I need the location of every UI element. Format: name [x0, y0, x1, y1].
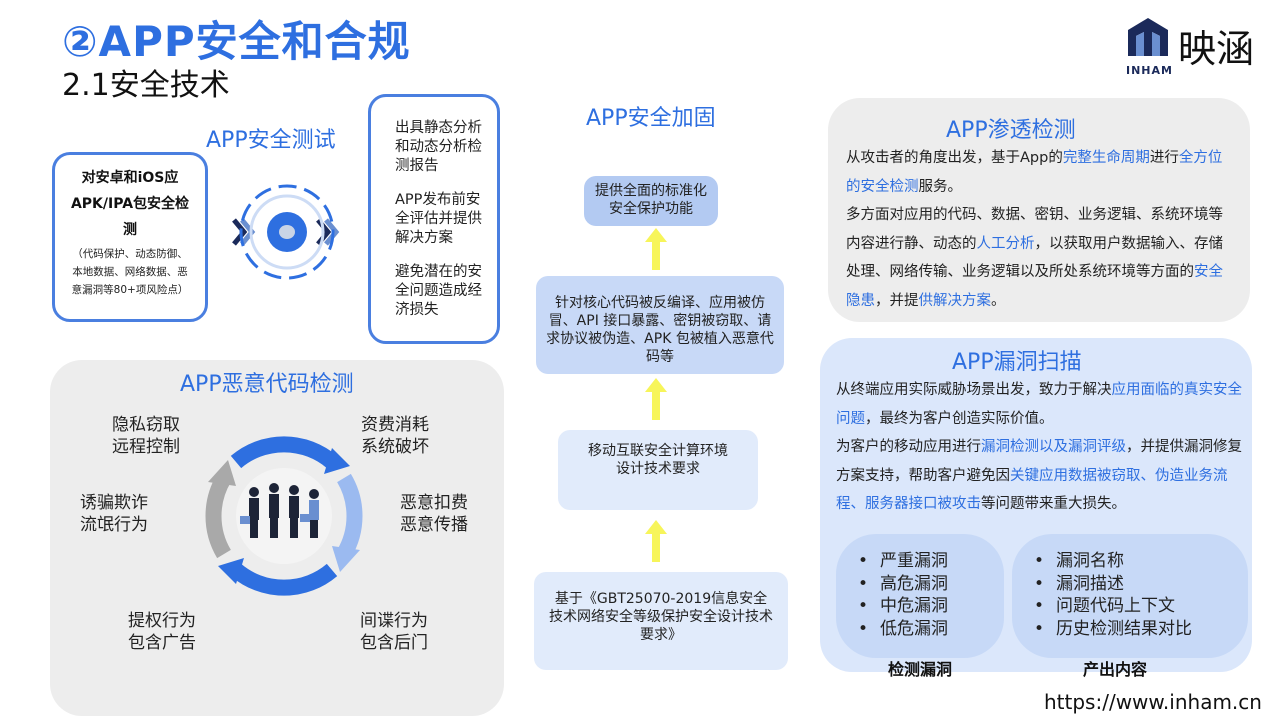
pentest-text: 。 [991, 292, 1006, 309]
malware-label-5: 提权行为 包含广告 [128, 610, 196, 654]
hardening-step-4: 提供全面的标准化安全保护功能 [584, 176, 718, 226]
pentest-text: 多方面对应用的代码、数据、密钥、业务逻辑、系统环境等内容进行静、动态的 [846, 207, 1223, 252]
vulnscan-body: 从终端应用实际威胁场景出发，致力于解决应用面临的真实安全问题，最终为客户创造实际… [836, 376, 1242, 519]
vulnscan-highlight: 漏洞检测以及漏洞评级 [981, 439, 1126, 455]
detect-vuln-item: 严重漏洞 [858, 550, 1004, 573]
pentest-panel [828, 98, 1250, 322]
pentest-text: 服务。 [918, 178, 963, 195]
brand-logo: 映涵 INHAM [1122, 12, 1272, 80]
logo-mark-icon [1128, 18, 1168, 56]
pentest-paragraph-1: 从攻击者的角度出发，基于App的完整生命周期进行全方位的安全检测服务。 [846, 144, 1234, 201]
pentest-highlight: 全方位的安全检测 [846, 150, 1223, 195]
footer-url[interactable]: https://www.inham.cn [1044, 690, 1262, 714]
pentest-text: ，并提 [875, 292, 919, 309]
detect-vuln-caption: 检测漏洞 [887, 660, 952, 679]
malware-label-4-line-2: 恶意传播 [400, 515, 468, 535]
arrow-up-icon [645, 520, 667, 562]
testing-scope-detail-1: （代码保护、动态防御、 [72, 248, 188, 260]
vulnscan-paragraph-2: 为客户的移动应用进行漏洞检测以及漏洞评级，并提供漏洞修复方案支持，帮助客户避免因… [836, 433, 1242, 519]
arrow-up-icon [645, 228, 667, 270]
malware-label-1-line-1: 隐私窃取 [112, 415, 180, 435]
malware-label-3-line-2: 流氓行为 [80, 515, 148, 535]
hardening-step-3: 针对核心代码被反编译、应用被仿冒、API 接口暴露、密钥被窃取、请求协议被伪造、… [536, 276, 784, 374]
testing-outputs-card: 出具静态分析和动态分析检测报告 APP发布前安全评估并提供解决方案 避免潜在的安… [368, 94, 500, 344]
vulnscan-text: ，并提供漏洞修复方案支持，帮助客户避免因 [836, 439, 1242, 484]
vulnscan-heading: APP漏洞扫描 [952, 350, 1082, 375]
logo-subtext: INHAM [1126, 64, 1173, 77]
pentest-highlight: 人工分析 [976, 235, 1035, 252]
vulnscan-paragraph-1: 从终端应用实际威胁场景出发，致力于解决应用面临的真实安全问题，最终为客户创造实际… [836, 376, 1242, 433]
malware-label-4-line-1: 恶意扣费 [400, 493, 468, 513]
page-title: ②APP安全和合规 [62, 17, 411, 66]
pentest-text: ，以获取用户数据输入、存储处理、网络传输、业务逻辑以及所处系统环境等方面的 [846, 235, 1223, 281]
testing-scope-detail-3: 意漏洞等80+项风险点） [71, 284, 189, 296]
detect-vuln-item: 低危漏洞 [858, 618, 1004, 641]
testing-heading: APP安全测试 [206, 128, 336, 153]
detect-vuln-bubble: 严重漏洞 高危漏洞 中危漏洞 低危漏洞 [836, 534, 1004, 658]
malware-label-6-line-1: 间谍行为 [360, 611, 428, 631]
malware-label-6: 间谍行为 包含后门 [360, 610, 428, 654]
pentest-highlight: 供解决方案 [918, 292, 992, 309]
output-content-caption: 产出内容 [1082, 660, 1147, 679]
vulnscan-text: 等问题带来重大损失。 [981, 496, 1126, 512]
pentest-text: 进行 [1149, 150, 1179, 166]
testing-scope-card: 对安卓和iOS应 APK/IPA包安全检 测 （代码保护、动态防御、 本地数据、… [52, 152, 208, 322]
malware-cycle-icon [205, 436, 363, 596]
page-subtitle: 2.1安全技术 [62, 68, 230, 103]
malware-label-5-line-1: 提权行为 [128, 611, 196, 631]
detect-vuln-item: 中危漏洞 [858, 595, 1004, 618]
hardening-step-2: 移动互联安全计算环境设计技术要求 [558, 430, 758, 510]
testing-output-3: 避免潜在的安全问题造成经济损失 [395, 264, 482, 318]
vulnscan-highlight: 应用面临的真实安全问题 [836, 382, 1242, 427]
malware-label-1: 隐私窃取 远程控制 [112, 414, 180, 458]
hardening-step-1: 基于《GBT25070-2019信息安全技术网络安全等级保护安全设计技术要求》 [534, 572, 788, 670]
output-content-item: 漏洞名称 [1034, 550, 1248, 573]
malware-label-6-line-2: 包含后门 [360, 633, 428, 653]
malware-label-1-line-2: 远程控制 [112, 437, 180, 457]
malware-label-4: 恶意扣费 恶意传播 [400, 492, 468, 536]
malware-label-3: 诱骗欺诈 流氓行为 [80, 492, 148, 536]
malware-label-2: 资费消耗 系统破坏 [361, 414, 429, 458]
vulnscan-text: 为客户的移动应用进行 [836, 439, 981, 455]
logo-text: 映涵 [1178, 27, 1255, 71]
testing-output-1: 出具静态分析和动态分析检测报告 [395, 120, 482, 174]
pentest-heading: APP渗透检测 [946, 118, 1076, 143]
output-content-item: 问题代码上下文 [1034, 595, 1248, 618]
vulnscan-highlight: 关键应用数据被窃取、伪造业务流程、服务器接口被攻击 [836, 467, 1228, 513]
pentest-paragraph-2: 多方面对应用的代码、数据、密钥、业务逻辑、系统环境等内容进行静、动态的人工分析，… [846, 201, 1234, 315]
malware-heading: APP恶意代码检测 [180, 372, 354, 397]
detect-vuln-item: 高危漏洞 [858, 573, 1004, 596]
output-content-bubble: 漏洞名称 漏洞描述 问题代码上下文 历史检测结果对比 [1012, 534, 1248, 658]
testing-scope-line-3: 测 [123, 222, 137, 238]
malware-label-2-line-2: 系统破坏 [361, 437, 429, 457]
pentest-highlight: 完整生命周期 [1062, 150, 1150, 166]
output-content-item: 历史检测结果对比 [1034, 618, 1248, 641]
malware-label-3-line-1: 诱骗欺诈 [80, 493, 148, 513]
scan-target-icon [232, 184, 340, 280]
testing-scope-detail-2: 本地数据、网络数据、恶 [72, 266, 188, 278]
malware-label-5-line-2: 包含广告 [128, 633, 196, 653]
testing-scope-line-1: 对安卓和iOS应 [81, 170, 179, 186]
pentest-text: 从攻击者的角度出发，基于App的 [846, 150, 1063, 166]
malware-label-2-line-1: 资费消耗 [361, 415, 429, 435]
testing-scope-line-2: APK/IPA包安全检 [70, 196, 190, 212]
vulnscan-text: ，最终为客户创造实际价值。 [865, 410, 1054, 427]
pentest-highlight: 安全隐患 [846, 264, 1223, 309]
testing-output-2: APP发布前安全评估并提供解决方案 [395, 192, 482, 246]
hardening-heading: APP安全加固 [586, 106, 716, 131]
output-content-item: 漏洞描述 [1034, 573, 1248, 596]
arrow-up-icon [645, 378, 667, 420]
vulnscan-text: 从终端应用实际威胁场景出发，致力于解决 [836, 382, 1112, 398]
pentest-body: 从攻击者的角度出发，基于App的完整生命周期进行全方位的安全检测服务。 多方面对… [846, 144, 1234, 315]
